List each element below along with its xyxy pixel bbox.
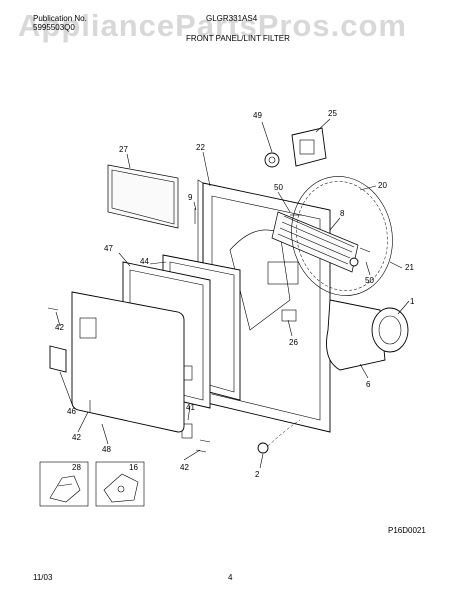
callout-21: 21 <box>405 263 414 272</box>
inset-28 <box>39 461 89 507</box>
callout-42-bottom: 42 <box>180 463 189 472</box>
callout-50-top: 50 <box>274 183 283 192</box>
filter-cover-part <box>107 164 179 229</box>
callout-44: 44 <box>140 257 149 266</box>
callout-labels: 49 25 27 22 20 9 50 8 47 44 21 50 1 42 2… <box>55 109 415 479</box>
callout-1: 1 <box>410 297 415 306</box>
footer-date: 11/03 <box>33 573 53 582</box>
callout-42-top: 42 <box>55 323 64 332</box>
screw-hardware <box>47 208 371 453</box>
callout-20: 20 <box>378 181 387 190</box>
leader-lines <box>55 118 410 469</box>
callout-46: 46 <box>67 407 76 416</box>
callout-28: 28 <box>72 463 81 472</box>
callout-9: 9 <box>188 193 193 202</box>
callout-48: 48 <box>102 445 111 454</box>
callout-25: 25 <box>328 109 337 118</box>
callout-6: 6 <box>366 380 371 389</box>
callout-16: 16 <box>129 463 138 472</box>
publication-number: 5995503Q0 <box>33 23 75 32</box>
callout-22: 22 <box>196 143 205 152</box>
inset-16 <box>95 461 145 507</box>
callout-42-middle: 42 <box>72 433 81 442</box>
knob-part <box>257 419 301 454</box>
callout-49: 49 <box>253 111 262 120</box>
exhaust-duct-part <box>326 299 409 371</box>
callout-27: 27 <box>119 145 128 154</box>
page-number: 4 <box>228 573 233 582</box>
callout-41: 41 <box>186 403 195 412</box>
door-panel-part <box>71 291 185 433</box>
bracket-part <box>49 345 67 373</box>
publication-label: Publication No. <box>33 14 87 23</box>
callout-47: 47 <box>104 244 113 253</box>
callout-50-bottom: 50 <box>365 276 374 285</box>
callout-26: 26 <box>289 338 298 347</box>
watermark: AppliancePartsPros.com <box>18 8 407 43</box>
callout-8: 8 <box>340 209 345 218</box>
lint-filter-part <box>271 211 359 273</box>
section-title: FRONT PANEL/LINT FILTER <box>186 34 290 43</box>
figure-code: P16D0021 <box>388 526 426 535</box>
callout-2: 2 <box>255 470 260 479</box>
thermostat-part <box>264 127 327 168</box>
model-number: GLGR331AS4 <box>206 14 258 23</box>
